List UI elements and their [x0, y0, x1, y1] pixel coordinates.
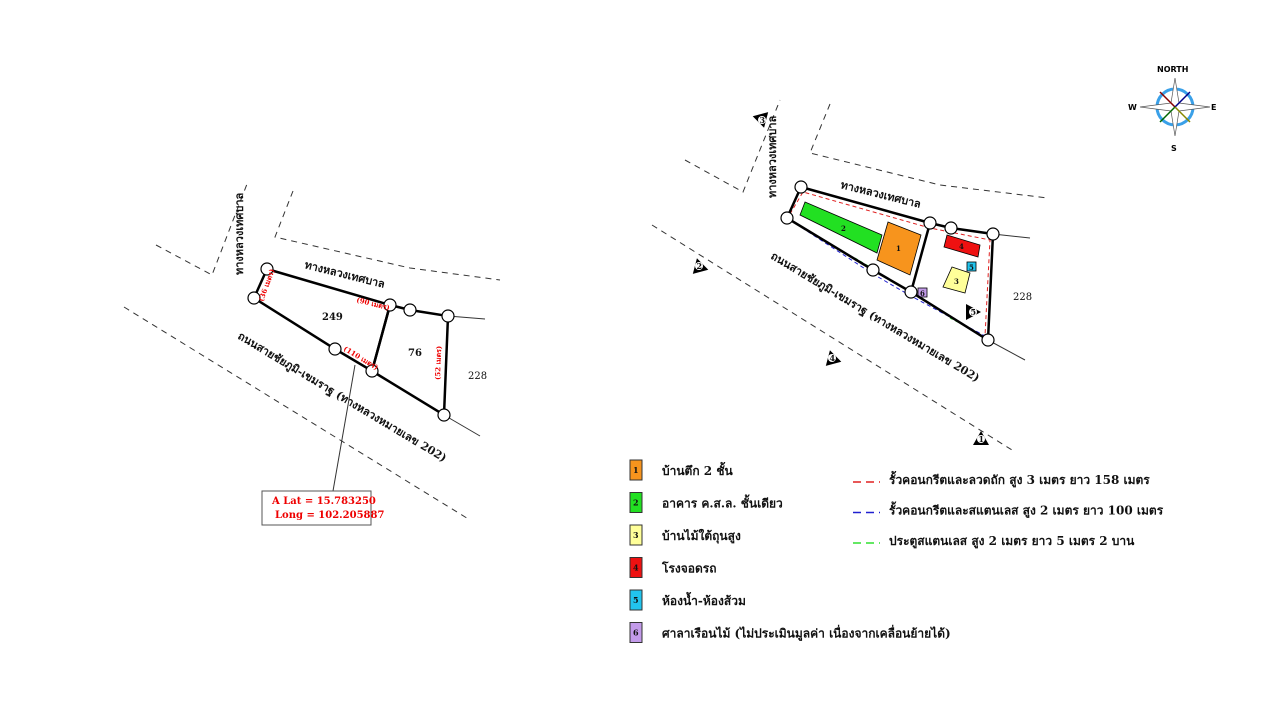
legend-item-building: 5 ห้องน้ำ-ห้องส้วม: [629, 589, 746, 611]
road-label-municipal: ทางหลวงเทศบาล: [839, 178, 922, 211]
compass-west: W: [1128, 103, 1137, 112]
view-marker-3: 3: [752, 112, 769, 128]
svg-text:3: 3: [760, 115, 766, 125]
legend-number: 6: [633, 628, 639, 638]
photo-markers: 3 2 4 5 1: [692, 112, 989, 445]
legend-item-fence: ประตูสแตนเลส สูง 2 เมตร ยาว 5 เมตร 2 บาน: [853, 534, 1135, 549]
legend-number: 4: [633, 563, 639, 573]
legend-item-fence: รั้วคอนกรีตและลวดถัก สูง 3 เมตร ยาว 158 …: [853, 470, 1150, 488]
svg-text:5: 5: [969, 263, 974, 272]
parcel-divider: [909, 222, 932, 293]
building-6: [917, 287, 928, 298]
left-plan: ทางหลวงเทศบาล ทางหลวงเทศบาล ถนนสายชัยภูม…: [123, 183, 501, 526]
legend-swatch: [629, 492, 643, 513]
legend-buildings: 1 บ้านตึก 2 ชั้น 2 อาคาร ค.ส.ล. ชั้นเดียว 3 บ…: [629, 459, 951, 643]
legend-label: ศาลาเรือนไม้ (ไม่ประเมินมูลค่า เนื่องจาก…: [662, 625, 951, 642]
building-4: [943, 234, 981, 258]
svg-text:4: 4: [830, 353, 836, 363]
legend-label: ห้องน้ำ-ห้องส้วม: [662, 591, 746, 608]
legend-label: บ้านตึก 2 ชั้น: [662, 461, 733, 478]
view-marker-1: 1: [973, 431, 989, 445]
svg-text:1: 1: [979, 434, 985, 444]
compass-rose: NORTH S E W: [1128, 65, 1216, 153]
legend-label: รั้วคอนกรีตและสแตนเลส สูง 2 เมตร ยาว 100…: [889, 501, 1164, 519]
legend-label: ประตูสแตนเลส สูง 2 เมตร ยาว 5 เมตร 2 บาน: [889, 534, 1135, 549]
svg-text:1: 1: [896, 244, 901, 253]
boundary-line: [443, 414, 481, 437]
parcel-number-adjacent: 228: [1013, 292, 1032, 303]
building-2: [799, 201, 883, 254]
legend-fences: รั้วคอนกรีตและลวดถัก สูง 3 เมตร ยาว 158 …: [853, 470, 1164, 549]
building-3: [942, 266, 971, 294]
legend-item-building: 2 อาคาร ค.ส.ล. ชั้นเดียว: [629, 492, 783, 513]
building-5: [966, 261, 977, 272]
legend-swatch: [629, 557, 643, 578]
dimension-label: (52 เมตร): [433, 346, 443, 380]
svg-text:2: 2: [697, 261, 703, 271]
svg-text:6: 6: [920, 289, 925, 298]
road-edge: [684, 99, 781, 193]
legend-number: 2: [633, 498, 639, 508]
svg-text:2: 2: [841, 224, 846, 233]
dimension-label: (90 เมตร): [356, 295, 391, 312]
legend-swatch: [629, 459, 643, 481]
boundary-markers: [247, 262, 455, 422]
legend-swatch: [629, 524, 643, 546]
parcel-number: 249: [322, 312, 343, 323]
road-edge: [809, 103, 1049, 199]
road-edge: [123, 306, 471, 521]
latitude-text: A Lat = 15.783250: [271, 496, 376, 507]
boundary-line: [987, 339, 1026, 361]
longitude-text: Long = 102.205887: [275, 510, 384, 521]
svg-text:5: 5: [971, 307, 977, 317]
legend-label: อาคาร ค.ส.ล. ชั้นเดียว: [662, 494, 783, 511]
legend-item-building: 3 บ้านไม้ใต้ถุนสูง: [629, 524, 741, 546]
building-1: [876, 221, 922, 276]
legend-swatch: [629, 589, 643, 611]
parcel-number: 76: [408, 348, 422, 359]
legend-number: 3: [633, 530, 639, 540]
boundary-markers: [780, 180, 1000, 347]
compass-north: NORTH: [1157, 65, 1188, 74]
view-marker-4: 4: [825, 350, 842, 366]
legend-label: รั้วคอนกรีตและลวดถัก สูง 3 เมตร ยาว 158 …: [889, 470, 1150, 488]
road-edge: [274, 190, 501, 281]
svg-text:4: 4: [959, 242, 964, 251]
view-marker-5: 5: [966, 304, 981, 320]
road-label-municipal: ทางหลวงเทศบาล: [303, 258, 386, 291]
legend-item-fence: รั้วคอนกรีตและสแตนเลส สูง 2 เมตร ยาว 100…: [853, 501, 1164, 519]
coordinate-box: [261, 490, 372, 526]
road-label-municipal-vertical: ทางหลวงเทศบาล: [766, 116, 779, 198]
road-edge: [651, 224, 1013, 451]
legend-item-building: 6 ศาลาเรือนไม้ (ไม่ประเมินมูลค่า เนื่องจา…: [629, 622, 951, 643]
legend-number: 5: [633, 595, 639, 605]
compass-south: S: [1171, 144, 1177, 153]
legend-number: 1: [633, 465, 639, 475]
legend-swatch: [629, 622, 643, 643]
parcel-number-adjacent: 228: [468, 371, 487, 382]
legend-item-building: 4 โรงจอดรถ: [629, 557, 717, 578]
legend-label: บ้านไม้ใต้ถุนสูง: [662, 528, 741, 544]
road-label-municipal-vertical: ทางหลวงเทศบาล: [233, 193, 246, 275]
view-marker-2: 2: [692, 258, 709, 274]
legend-label: โรงจอดรถ: [661, 561, 717, 576]
leader-line: [332, 364, 356, 492]
legend-item-building: 1 บ้านตึก 2 ชั้น: [629, 459, 733, 481]
compass-east: E: [1211, 103, 1216, 112]
svg-text:3: 3: [954, 277, 959, 286]
building-numbers: 2 1 4 3 5 6: [841, 224, 974, 298]
